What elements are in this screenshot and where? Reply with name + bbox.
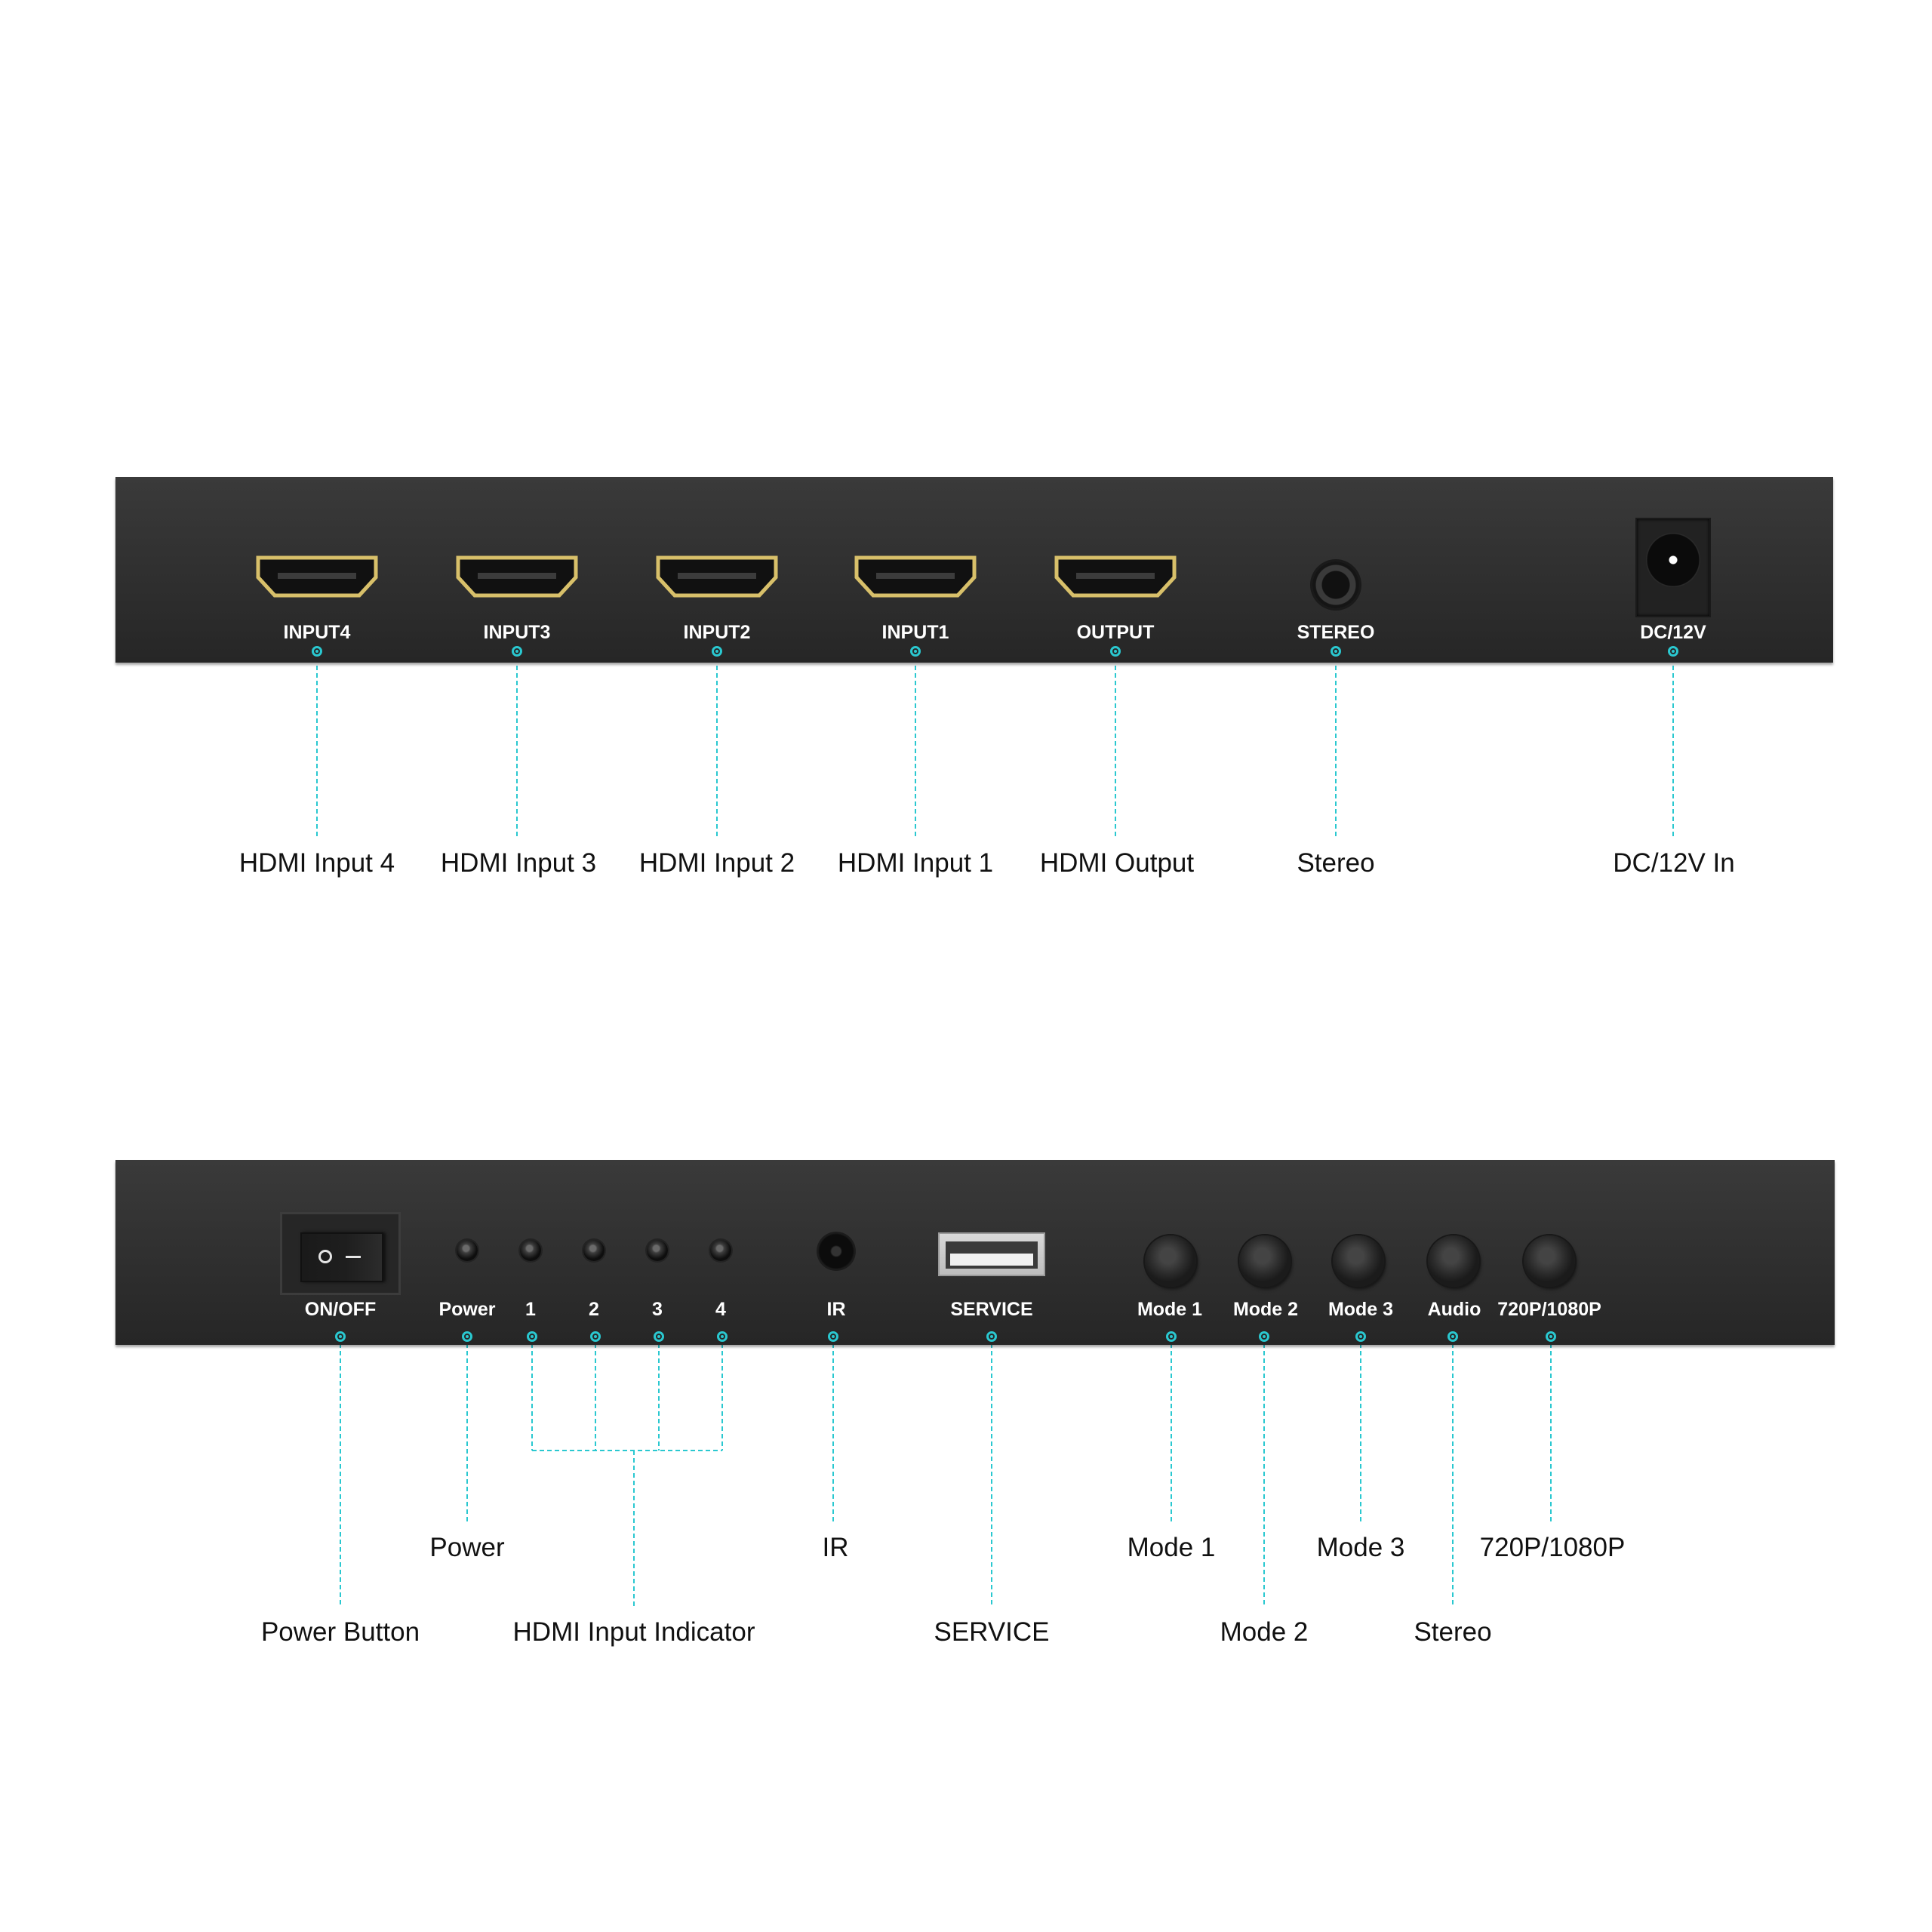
callout-hdmi-input-3: HDMI Input 3 xyxy=(440,848,597,878)
input-4-led xyxy=(710,1240,731,1261)
marker-dot xyxy=(986,1331,997,1342)
mode-3-button xyxy=(1333,1235,1384,1287)
rear-label-input2: INPUT2 xyxy=(683,622,751,643)
callout-power-button: Power Button xyxy=(260,1617,420,1647)
callout-hdmi-output: HDMI Output xyxy=(1039,848,1195,878)
callout-service: SERVICE xyxy=(934,1617,1050,1647)
mode-2-button xyxy=(1239,1235,1291,1287)
hdmi-input-3-port xyxy=(455,555,579,598)
callout-stereo: Stereo xyxy=(1297,848,1375,878)
front-label-ir: IR xyxy=(826,1299,846,1320)
callout-power: Power xyxy=(429,1533,505,1562)
front-label-service: SERVICE xyxy=(950,1299,1033,1320)
callout-ir: IR xyxy=(822,1533,849,1562)
rear-label-input3: INPUT3 xyxy=(483,622,551,643)
rear-label-stereo: STEREO xyxy=(1297,622,1375,643)
marker-dot xyxy=(828,1331,838,1342)
audio-button xyxy=(1428,1235,1479,1287)
front-label-led-2: 2 xyxy=(589,1299,599,1320)
hdmi-input-4-port xyxy=(255,555,379,598)
callout-stereo-audio: Stereo xyxy=(1414,1617,1492,1647)
marker-dot xyxy=(1447,1331,1458,1342)
rear-label-dc: DC/12V xyxy=(1640,622,1706,643)
callout-720p-1080p: 720P/1080P xyxy=(1479,1533,1626,1562)
marker-dot xyxy=(712,646,722,657)
mode-1-button xyxy=(1145,1235,1196,1287)
marker-dot xyxy=(462,1331,472,1342)
marker-dot xyxy=(335,1331,346,1342)
marker-dot xyxy=(527,1331,537,1342)
front-label-led-1: 1 xyxy=(525,1299,536,1320)
marker-dot xyxy=(1546,1331,1556,1342)
hdmi-output-port xyxy=(1054,555,1177,598)
marker-dot xyxy=(312,646,322,657)
marker-dot xyxy=(512,646,522,657)
input-3-led xyxy=(647,1240,668,1261)
resolution-button xyxy=(1524,1235,1575,1287)
callout-hdmi-input-1: HDMI Input 1 xyxy=(837,848,994,878)
front-label-power: Power xyxy=(438,1299,496,1320)
marker-dot xyxy=(1166,1331,1177,1342)
ir-sensor xyxy=(817,1232,856,1271)
front-label-resolution: 720P/1080P xyxy=(1497,1299,1601,1320)
marker-dot xyxy=(1668,646,1678,657)
marker-dot xyxy=(1259,1331,1269,1342)
input-1-led xyxy=(520,1240,541,1261)
callout-hdmi-input-4: HDMI Input 4 xyxy=(238,848,395,878)
front-label-onoff: ON/OFF xyxy=(304,1299,377,1320)
rear-label-output: OUTPUT xyxy=(1076,622,1155,643)
power-switch xyxy=(280,1212,401,1295)
power-led xyxy=(457,1240,478,1261)
hdmi-input-1-port xyxy=(854,555,977,598)
callout-hdmi-input-2: HDMI Input 2 xyxy=(638,848,795,878)
marker-dot xyxy=(717,1331,728,1342)
marker-dot xyxy=(590,1331,601,1342)
callout-dc-12v-in: DC/12V In xyxy=(1613,848,1735,878)
marker-dot xyxy=(910,646,921,657)
marker-dot xyxy=(654,1331,664,1342)
callout-mode-1: Mode 1 xyxy=(1127,1533,1216,1562)
callout-hdmi-input-indicator: HDMI Input Indicator xyxy=(512,1617,755,1647)
front-label-led-3: 3 xyxy=(652,1299,663,1320)
input-2-led xyxy=(583,1240,605,1261)
marker-dot xyxy=(1110,646,1121,657)
stereo-jack xyxy=(1312,561,1359,608)
front-label-mode-1: Mode 1 xyxy=(1137,1299,1203,1320)
callout-mode-2: Mode 2 xyxy=(1220,1617,1309,1647)
dc-power-jack xyxy=(1635,518,1711,617)
hdmi-input-2-port xyxy=(655,555,779,598)
front-label-mode-3: Mode 3 xyxy=(1327,1299,1394,1320)
usb-service-port xyxy=(938,1232,1045,1276)
marker-dot xyxy=(1331,646,1341,657)
callout-mode-3: Mode 3 xyxy=(1316,1533,1405,1562)
rear-label-input4: INPUT4 xyxy=(283,622,351,643)
front-label-audio: Audio xyxy=(1427,1299,1481,1320)
front-label-mode-2: Mode 2 xyxy=(1232,1299,1299,1320)
rear-label-input1: INPUT1 xyxy=(881,622,949,643)
front-label-led-4: 4 xyxy=(715,1299,726,1320)
marker-dot xyxy=(1355,1331,1366,1342)
